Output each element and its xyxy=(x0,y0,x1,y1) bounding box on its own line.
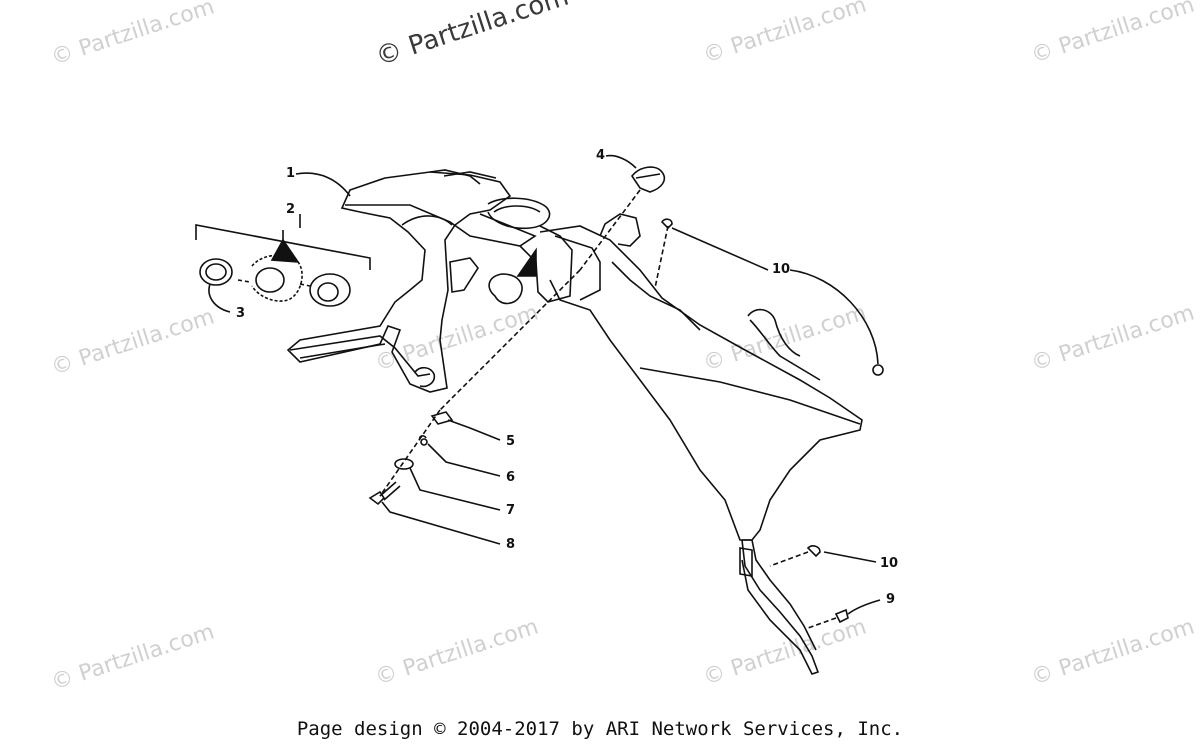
callout-1: 1 xyxy=(286,166,296,181)
part-9-screw xyxy=(834,608,849,624)
copyright-footer: Page design © 2004-2017 by ARI Network S… xyxy=(296,718,904,740)
callout-4: 4 xyxy=(596,148,606,163)
callout-8: 8 xyxy=(506,537,516,552)
callout-6: 6 xyxy=(506,470,516,485)
part-8-bolt xyxy=(368,490,386,506)
part-7-washer xyxy=(394,458,414,470)
callout-10-bottom: 10 xyxy=(880,556,899,571)
part-10-rivet-bottom xyxy=(806,545,821,558)
callout-10-top: 10 xyxy=(772,262,791,277)
callout-3: 3 xyxy=(236,306,246,321)
callout-7: 7 xyxy=(506,503,516,518)
part-3-grommet xyxy=(199,258,233,286)
part-10-rivet-top xyxy=(661,218,673,230)
fender-panel xyxy=(539,225,863,541)
part-10-rivet-right xyxy=(872,364,884,376)
part-5-clip xyxy=(430,411,454,425)
part-1-housing xyxy=(286,171,512,393)
part-4-knob xyxy=(631,166,666,193)
callout-5: 5 xyxy=(506,434,516,449)
callout-9: 9 xyxy=(886,592,896,607)
callout-2: 2 xyxy=(286,202,296,217)
